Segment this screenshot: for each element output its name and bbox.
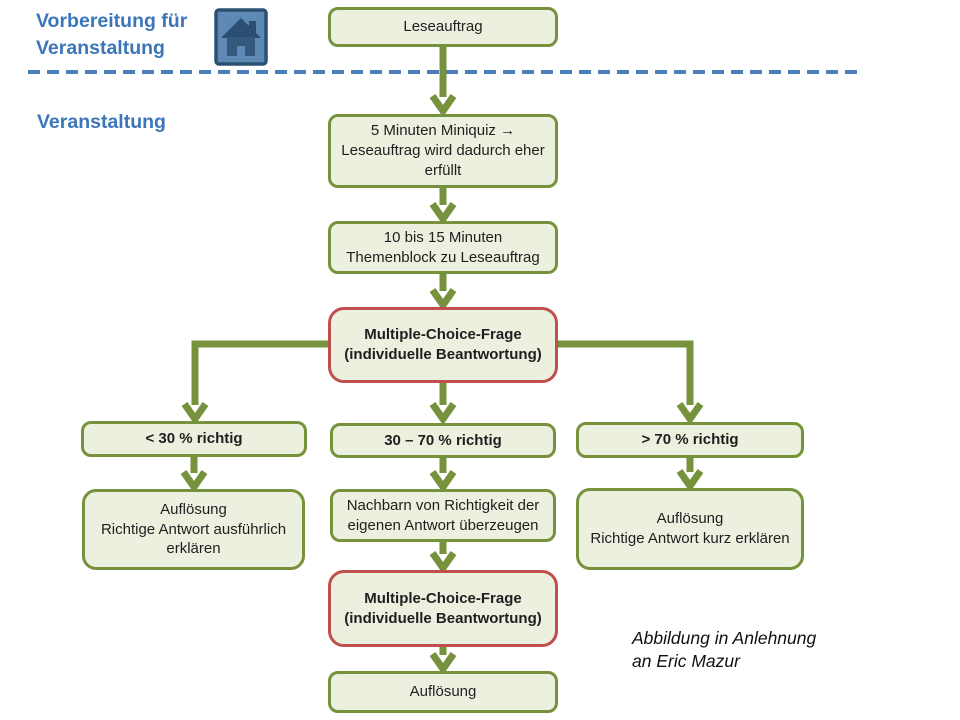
node-nachbarn-ueberzeugen: Nachbarn von Richtigkeit der eigenen Ant… bbox=[330, 489, 556, 542]
phase-label-event: Veranstaltung bbox=[37, 111, 166, 133]
arrowhead bbox=[181, 401, 209, 426]
arrowhead bbox=[429, 93, 457, 118]
arrowhead bbox=[676, 468, 704, 493]
arrowhead bbox=[429, 401, 457, 426]
phase-label-preparation: Vorbereitung für Veranstaltung bbox=[36, 10, 188, 59]
phase-divider-dashed-line bbox=[28, 70, 858, 74]
home-icon bbox=[214, 8, 268, 66]
node-aufloesung-final: Auflösung bbox=[328, 671, 558, 713]
node-unter-30-richtig: < 30 % richtig bbox=[81, 421, 307, 457]
arrowhead bbox=[429, 651, 457, 676]
arrow-mc1-to-right-branch bbox=[554, 340, 694, 405]
arrowhead bbox=[429, 201, 457, 226]
arrowhead bbox=[429, 469, 457, 494]
node-ueber-70-richtig: > 70 % richtig bbox=[576, 422, 804, 458]
node-30-bis-70-richtig: 30 – 70 % richtig bbox=[330, 423, 556, 458]
node-mc-frage-2: Multiple-Choice-Frage (individuelle Bean… bbox=[328, 570, 558, 647]
node-themenblock: 10 bis 15 Minuten Themenblock zu Leseauf… bbox=[328, 221, 558, 274]
arrowhead bbox=[429, 287, 457, 312]
node-miniquiz: 5 Minuten Miniquiz → Leseauftrag wird da… bbox=[328, 114, 558, 188]
node-leseauftrag: Leseauftrag bbox=[328, 7, 558, 47]
arrowhead bbox=[676, 401, 704, 426]
node-mc-frage-1: Multiple-Choice-Frage (individuelle Bean… bbox=[328, 307, 558, 383]
arrow-mc1-to-left-branch bbox=[191, 340, 332, 405]
attribution-caption: Abbildung in Anlehnung an Eric Mazur bbox=[632, 628, 817, 671]
node-aufloesung-kurz: Auflösung Richtige Antwort kurz erklären bbox=[576, 488, 804, 570]
arrowhead bbox=[429, 550, 457, 575]
arrowhead bbox=[180, 469, 208, 494]
node-aufloesung-ausfuehrlich: Auflösung Richtige Antwort ausführlich e… bbox=[82, 489, 305, 570]
